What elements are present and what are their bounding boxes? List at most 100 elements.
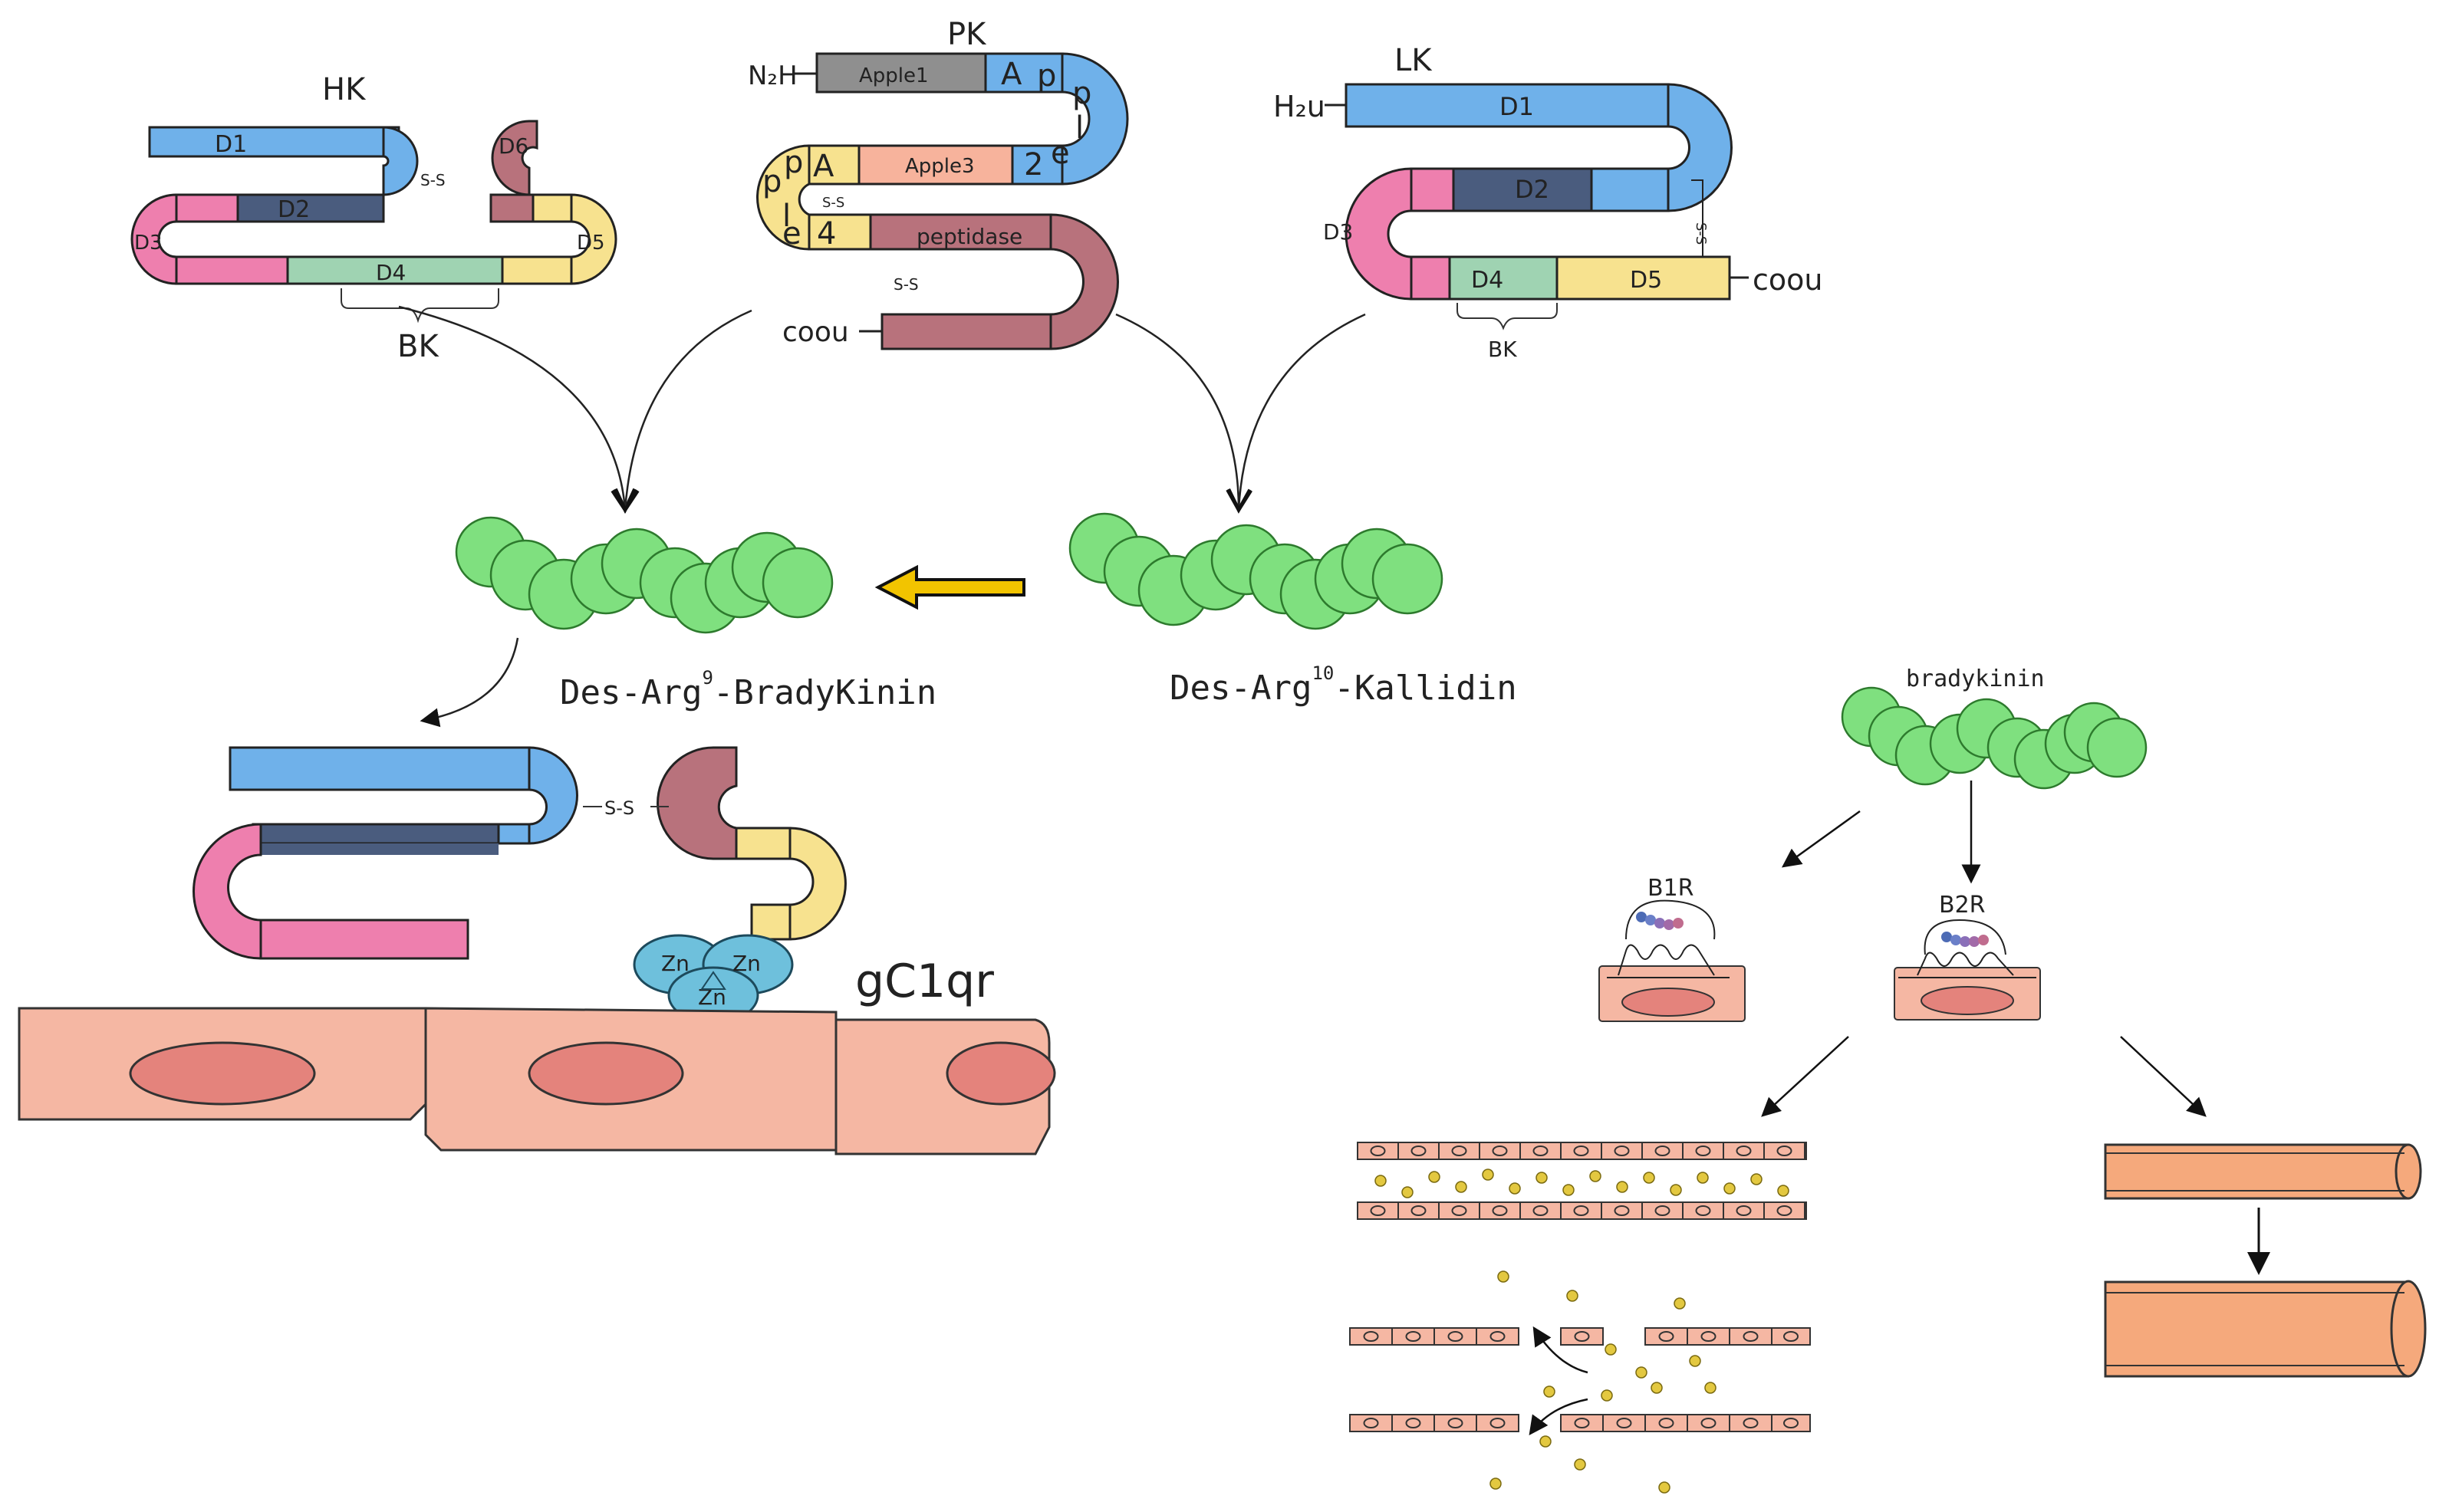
vasodilation: [2104, 1143, 2427, 1378]
pk-apple2-letter: e: [1051, 136, 1070, 171]
endothelial-cell: [1438, 1201, 1480, 1220]
leakage-arrow: [1532, 1326, 1588, 1374]
nucleus: [1447, 1331, 1463, 1342]
pk-apple4-letter: 4: [817, 216, 836, 251]
endothelial-cell: [1602, 1414, 1646, 1432]
endothelial-cell: [1687, 1327, 1730, 1346]
nucleus: [1654, 1205, 1670, 1216]
pk-title: PK: [947, 17, 987, 52]
nucleus: [1616, 1418, 1632, 1428]
svg-text:Des-Arg10-Kallidin: Des-Arg10-Kallidin: [1170, 662, 1517, 708]
hk-d5-label: D5: [577, 232, 605, 255]
arrow-to-permeability: [1761, 1036, 1849, 1117]
nucleus: [528, 1041, 684, 1106]
nucleus: [1700, 1331, 1717, 1342]
nucleus: [1573, 1205, 1589, 1216]
kallidin-label-post: -Kallidin: [1334, 669, 1516, 708]
nucleus: [1532, 1205, 1549, 1216]
lk-title: LK: [1394, 43, 1433, 78]
pk-n-terminus: N₂H: [748, 61, 798, 91]
pk-apple4-letter: l: [782, 199, 791, 234]
nucleus: [1410, 1205, 1427, 1216]
nucleus: [1743, 1331, 1759, 1342]
lk-diagram: LK H₂u coou S-S D1 D2 D3 D4 D5 BK: [1273, 43, 1822, 362]
leaked-molecule: [1539, 1435, 1552, 1448]
nucleus: [1736, 1205, 1752, 1216]
endothelial-cell: [1479, 1142, 1521, 1160]
endothelial-cell: [1391, 1414, 1435, 1432]
bradykinin-peptide: [1841, 686, 2148, 790]
leaked-molecule: [1509, 1182, 1521, 1195]
lk-n-terminus: H₂u: [1273, 90, 1325, 123]
nucleus: [1783, 1331, 1799, 1342]
endothelial-cell: [1771, 1327, 1811, 1346]
leaked-molecule: [1428, 1171, 1440, 1183]
nucleus: [1695, 1205, 1711, 1216]
hk-d3-label: D3: [134, 232, 163, 255]
kallidin-label-sup: 10: [1312, 662, 1334, 684]
hk-d5: [570, 193, 617, 285]
pk-apple4-letter: A: [813, 149, 834, 184]
bradykinin-label: bradykinin: [1906, 666, 2045, 692]
cleavage-arrows: [398, 305, 1366, 514]
leaked-molecule: [1616, 1181, 1628, 1193]
endothelial-cell: [1519, 1142, 1562, 1160]
pk-apple2-letter: A: [1001, 57, 1022, 92]
nucleus: [1370, 1205, 1386, 1216]
endothelial-cell: [1438, 1142, 1480, 1160]
nucleus: [1363, 1418, 1379, 1428]
endothelial-cell: [1601, 1201, 1643, 1220]
leaked-molecule: [1589, 1170, 1601, 1182]
endothelial-cell: [1349, 1414, 1393, 1432]
lk-d1-label: D1: [1499, 92, 1534, 121]
lk-disulfide: S-S: [1693, 222, 1709, 245]
vessel-dilated: [2104, 1280, 2421, 1378]
endothelial-cell: [1391, 1327, 1435, 1346]
endothelial-cell: [1433, 1327, 1477, 1346]
nucleus: [1489, 1418, 1506, 1428]
endothelial-cell: [1519, 1201, 1562, 1220]
leakage-arrow: [1529, 1398, 1588, 1436]
leaked-molecule: [1566, 1290, 1578, 1302]
bradykinin-label-sup: 9: [702, 667, 713, 689]
bradykinin-label-pre: Des-Arg: [560, 673, 702, 712]
pk-apple4-letter: p: [762, 164, 782, 199]
pk-apple3-label: Apple3: [905, 155, 975, 178]
pk-disulfide-2: S-S: [894, 275, 919, 294]
pk-apple4-letter: p: [784, 145, 803, 180]
nucleus: [1776, 1205, 1792, 1216]
amino-acid-bead: [1371, 543, 1443, 615]
arrow-to-vasodilation: [2120, 1036, 2207, 1117]
endothelial-cell: [1349, 1327, 1393, 1346]
nucleus: [1489, 1331, 1506, 1342]
nucleus: [946, 1041, 1056, 1106]
endothelial-cell: [1601, 1142, 1643, 1160]
leaked-molecule: [1635, 1366, 1647, 1379]
leaked-molecule: [1374, 1175, 1387, 1187]
leaked-molecule: [1574, 1458, 1586, 1471]
pk-apple4: [756, 144, 811, 251]
hk-d1-turn: [382, 126, 419, 196]
lk-d5-label: D5: [1630, 267, 1662, 294]
leaked-molecule: [1674, 1297, 1686, 1310]
lk-d2: [1452, 167, 1593, 212]
leaked-molecule: [1689, 1355, 1701, 1367]
hk-d4: [286, 255, 504, 285]
leaked-molecule: [1489, 1477, 1502, 1490]
nucleus: [1410, 1146, 1427, 1156]
pk-apple2: [1061, 52, 1129, 186]
conversion-arrow: [874, 564, 1025, 610]
nucleus: [1451, 1146, 1467, 1156]
hk-disulfide: S-S: [420, 171, 446, 189]
lk-d3-label: D3: [1323, 219, 1353, 245]
leaked-molecule: [1670, 1184, 1682, 1196]
pk-apple2-letter: p: [1072, 76, 1091, 111]
hk-bk-label: BK: [397, 329, 439, 364]
bradykinin-label-post: -BradyKinin: [713, 673, 936, 712]
hk-membrane-complex: S-S: [193, 746, 847, 960]
endothelial-cell: [1560, 1142, 1602, 1160]
nucleus: [1574, 1331, 1590, 1342]
nucleus: [1447, 1418, 1463, 1428]
des-arg10-kallidin: Des-Arg10-Kallidin: [1068, 512, 1517, 708]
endothelial-cell: [1723, 1142, 1765, 1160]
